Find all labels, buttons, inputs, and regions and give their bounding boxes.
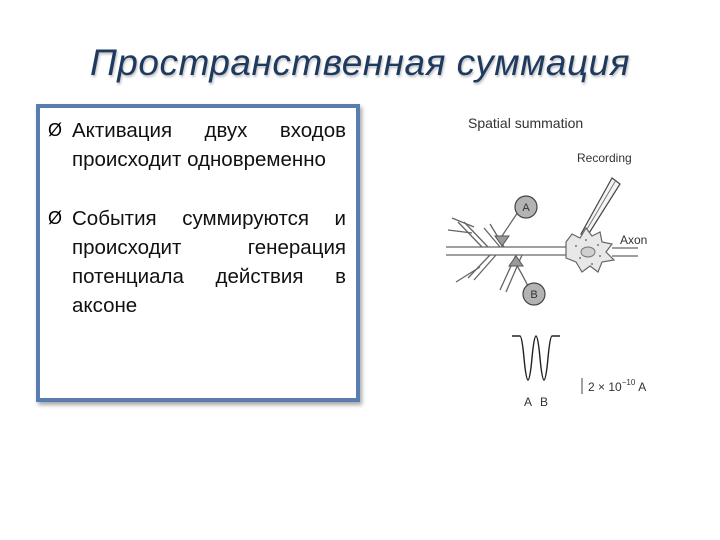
- input-a-label: A: [522, 202, 530, 214]
- trace-b-label: B: [540, 395, 548, 409]
- bullet-text-box: Ø Активация двух входов происходит однов…: [36, 104, 360, 402]
- soma-granules: [575, 239, 601, 265]
- trace-a-label: A: [524, 395, 532, 409]
- bullet-item: Ø Активация двух входов происходит однов…: [48, 116, 346, 174]
- recorded-traces: [512, 335, 560, 381]
- slide-title: Пространственная суммация: [89, 42, 631, 83]
- axon-label: Axon: [620, 233, 647, 247]
- electrode-core: [582, 179, 617, 237]
- neuron-diagram: Spatial summation Recording Axon A: [446, 115, 647, 409]
- input-a-fiber: [501, 211, 519, 237]
- bullet-text: События суммируются и происходит генерац…: [72, 207, 346, 317]
- input-b-terminal: [508, 255, 524, 267]
- input-b-circle: [522, 282, 546, 306]
- input-b-label: B: [530, 289, 537, 301]
- trace-b: [535, 335, 560, 381]
- input-a-terminal: [494, 235, 510, 247]
- bullet-item: Ø События суммируются и происходит генер…: [48, 204, 346, 320]
- arrow-bullet-icon: Ø: [48, 208, 63, 228]
- bullet-text: Активация двух входов происходит одновре…: [72, 119, 346, 171]
- dendrites: [446, 217, 568, 293]
- input-a-circle: [514, 195, 538, 219]
- nucleus: [580, 246, 596, 258]
- recording-label: Recording: [577, 151, 632, 165]
- trace-a: [512, 335, 537, 381]
- spatial-summation-figure: Spatial summation Recording Axon A: [440, 100, 720, 420]
- arrow-bullet-icon: Ø: [48, 120, 63, 140]
- axon: [612, 247, 638, 257]
- figure-title: Spatial summation: [468, 115, 583, 131]
- input-b-fiber: [515, 263, 529, 287]
